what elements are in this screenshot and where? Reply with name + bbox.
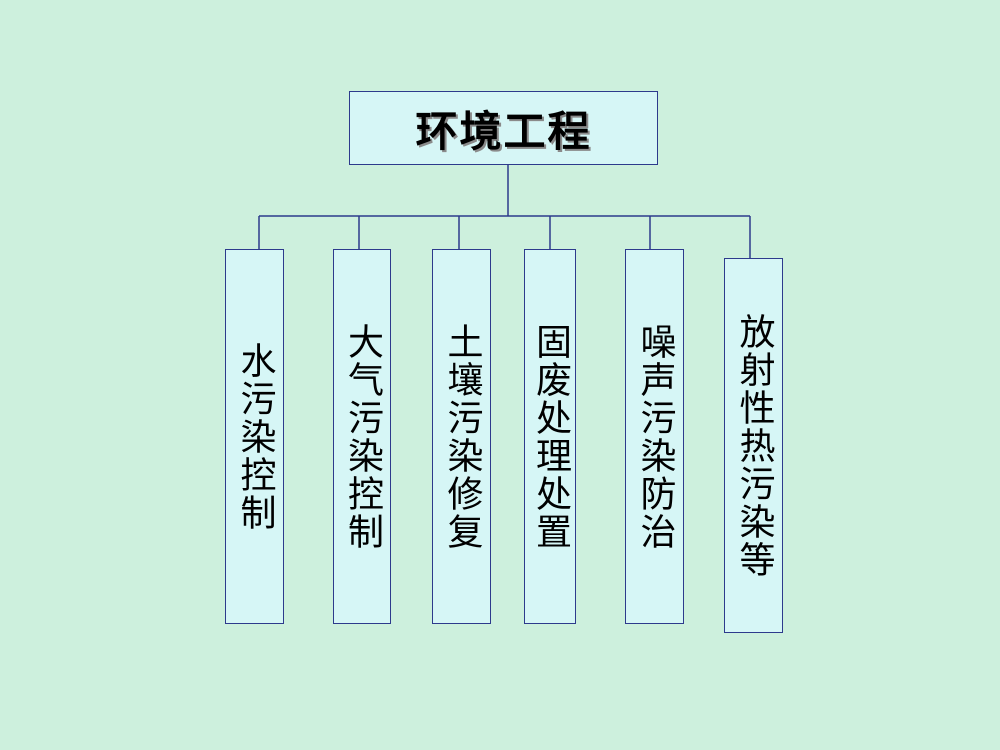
- child-node-label: 噪声污染防治: [634, 322, 676, 551]
- child-node-label: 土壤污染修复: [441, 322, 483, 551]
- child-node-soil: 土壤污染修复: [432, 249, 491, 624]
- child-node-label: 大气污染控制: [342, 322, 383, 551]
- root-node-label: 环境工程: [415, 106, 592, 156]
- child-node-label: 水污染控制: [234, 341, 276, 532]
- child-node-noise: 噪声污染防治: [625, 249, 684, 624]
- child-node-label: 放射性热污染等: [733, 312, 775, 579]
- root-node: 环境工程: [349, 91, 658, 165]
- child-node-air: 大气污染控制: [333, 249, 391, 624]
- child-node-water: 水污染控制: [225, 249, 284, 624]
- child-node-radiation: 放射性热污染等: [724, 258, 783, 633]
- child-node-label: 固废处理处置: [530, 322, 571, 551]
- child-node-solid-waste: 固废处理处置: [524, 249, 576, 624]
